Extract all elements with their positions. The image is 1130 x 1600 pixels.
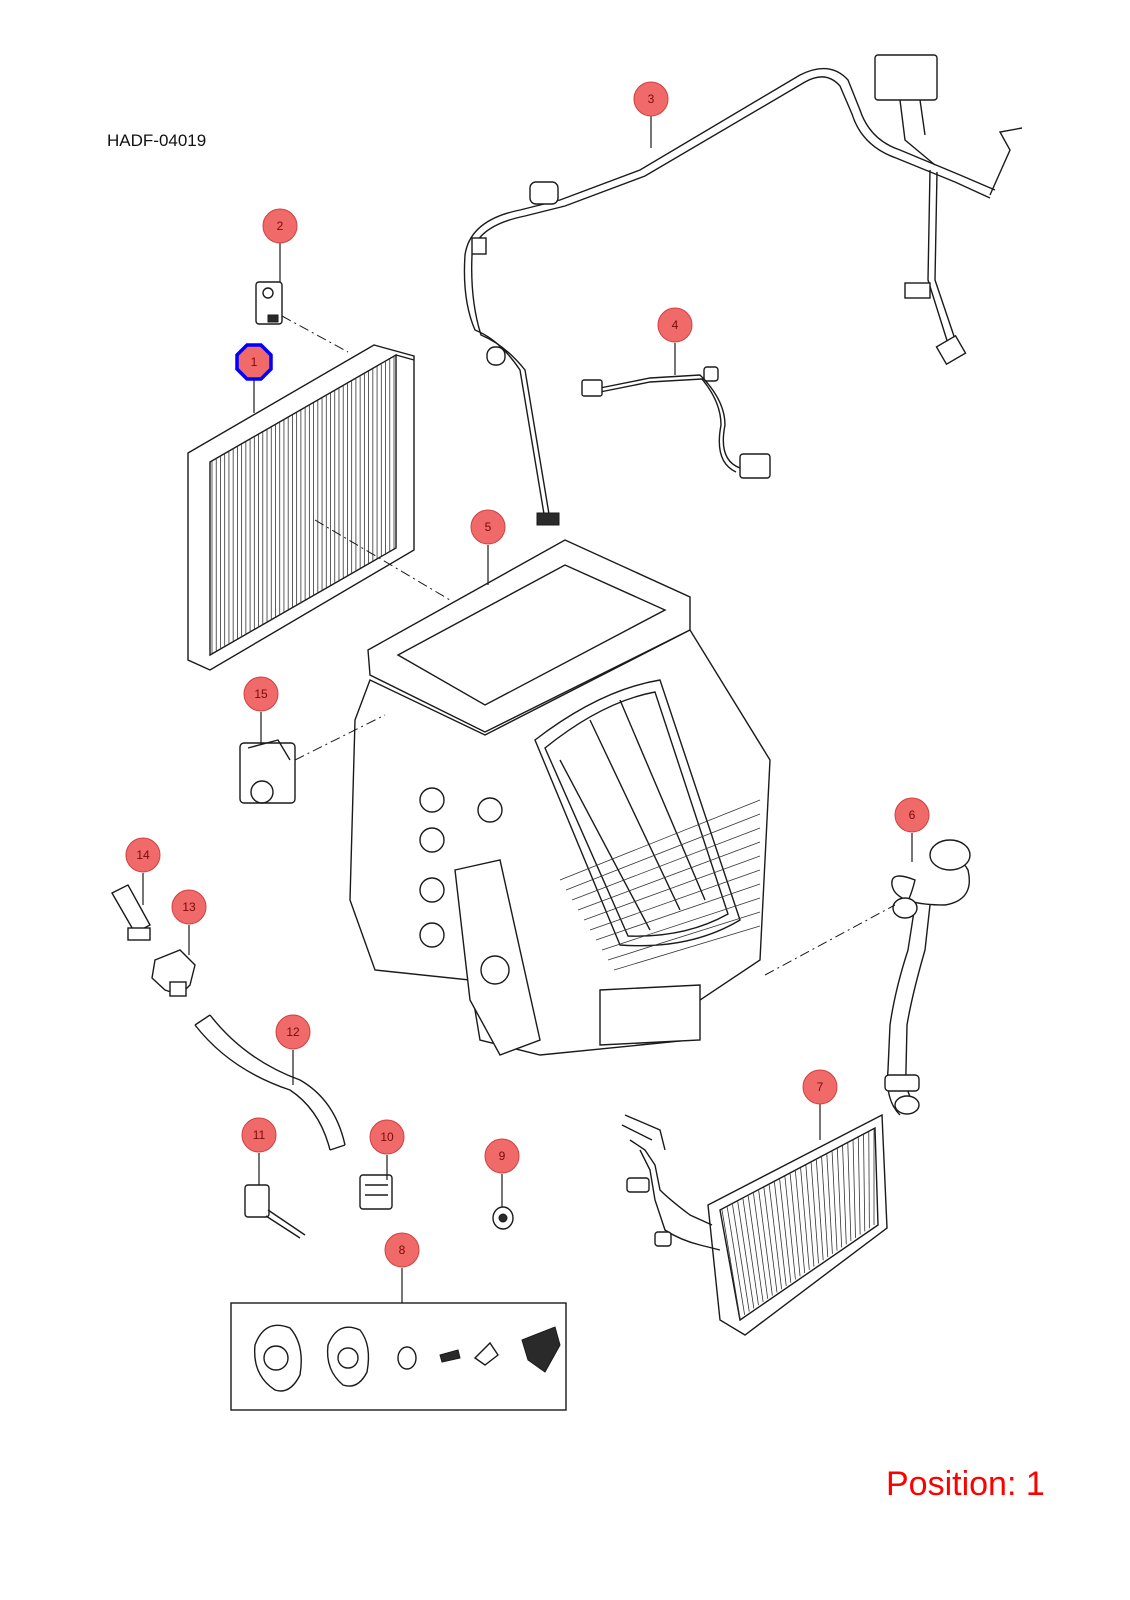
assembly-lines [281,315,896,976]
callout-4[interactable]: 4 [657,307,693,343]
part-clip[interactable] [492,1206,514,1230]
callout-7[interactable]: 7 [802,1069,838,1105]
callout-label: 4 [672,318,679,332]
callout-15[interactable]: 15 [243,676,279,712]
callout-5[interactable]: 5 [470,509,506,545]
selected-callout-highlight [235,343,273,381]
callout-label: 8 [399,1243,406,1257]
part-heater-core[interactable] [621,1113,888,1336]
callout-label: 14 [136,848,150,862]
part-clip-strip[interactable] [111,884,151,941]
callout-12[interactable]: 12 [275,1014,311,1050]
part-wiring-harness[interactable] [463,54,1023,526]
callout-14[interactable]: 14 [125,837,161,873]
part-sensor[interactable] [244,1184,306,1239]
callout-6[interactable]: 6 [894,797,930,833]
part-hvac-housing[interactable] [349,539,771,1056]
callout-10[interactable]: 10 [369,1119,405,1155]
part-bracket[interactable] [151,949,196,997]
callout-11[interactable]: 11 [241,1117,277,1153]
callout-label: 9 [499,1149,506,1163]
callout-label: 10 [380,1130,394,1144]
callout-label: 1 [251,355,258,369]
diagram-reference-code: HADF-04019 [107,131,207,150]
part-heater-hose[interactable] [884,839,971,1116]
part-expansion-valve[interactable] [255,281,283,325]
part-drain-hose[interactable] [194,1014,346,1151]
callout-13[interactable]: 13 [171,889,207,925]
callout-label: 15 [254,687,268,701]
callout-label: 6 [909,808,916,822]
callout-label: 13 [182,900,196,914]
callout-label: 7 [817,1080,824,1094]
callout-9[interactable]: 9 [484,1138,520,1174]
part-actuator-motor[interactable] [239,739,296,804]
part-connector[interactable] [359,1174,393,1210]
callout-label: 5 [485,520,492,534]
callout-2[interactable]: 2 [262,208,298,244]
part-temperature-sensor[interactable] [581,366,771,479]
callout-3[interactable]: 3 [633,81,669,117]
callout-label: 3 [648,92,655,106]
callout-label: 2 [277,219,284,233]
part-fastener-kit[interactable] [230,1302,567,1411]
position-indicator: Position: 1 [886,1465,1045,1503]
callout-label: 11 [253,1128,266,1142]
leader-lines [142,115,913,1303]
part-evaporator-core[interactable] [187,344,415,671]
callout-8[interactable]: 8 [384,1232,420,1268]
callout-label: 12 [286,1025,300,1039]
